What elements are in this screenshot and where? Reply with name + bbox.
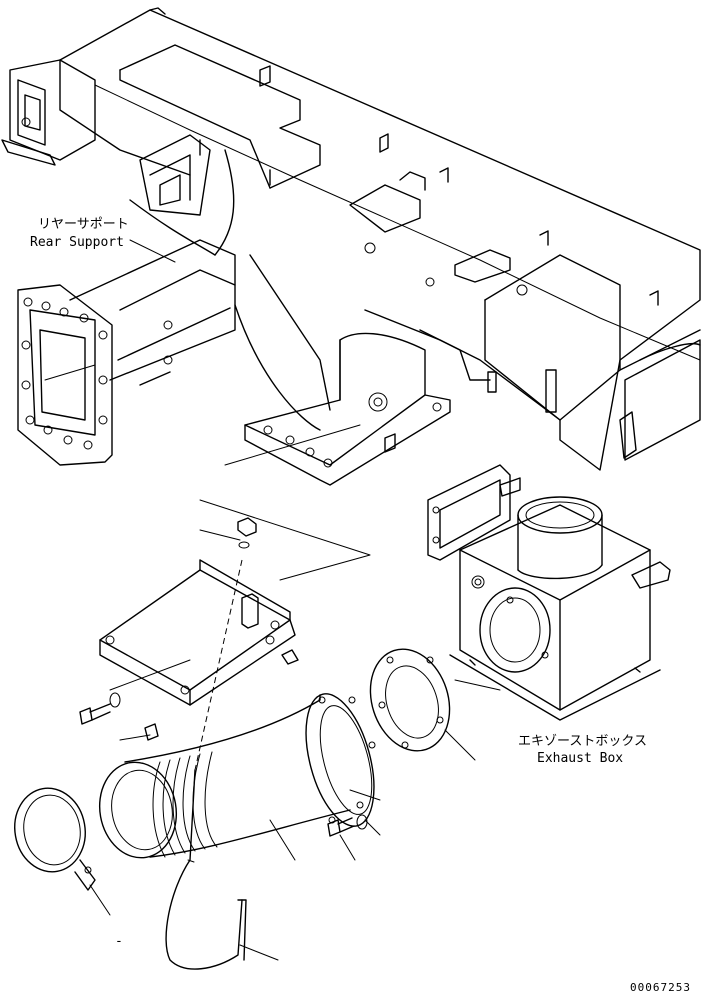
fasteners — [79, 517, 368, 837]
exhaust-box-label-en: Exhaust Box — [537, 751, 623, 766]
rear-support-label-en: Rear Support — [30, 235, 124, 250]
gasket — [369, 648, 451, 752]
mounting-bracket — [99, 559, 299, 706]
rear-support-label-jp: リヤーサポート — [38, 217, 129, 232]
flex-pipe — [98, 693, 376, 859]
exhaust-box-label-jp: エキゾーストボックス — [518, 734, 647, 749]
hose-clamp — [14, 787, 96, 891]
retaining-rod — [165, 559, 247, 970]
reference-mark: - — [115, 934, 123, 949]
rear-support-flange — [17, 239, 236, 466]
drawing-number: 00067253 — [630, 981, 691, 994]
exhaust-box — [427, 464, 671, 721]
leader-lines — [44, 239, 501, 961]
rear-support-frame — [1, 7, 701, 486]
